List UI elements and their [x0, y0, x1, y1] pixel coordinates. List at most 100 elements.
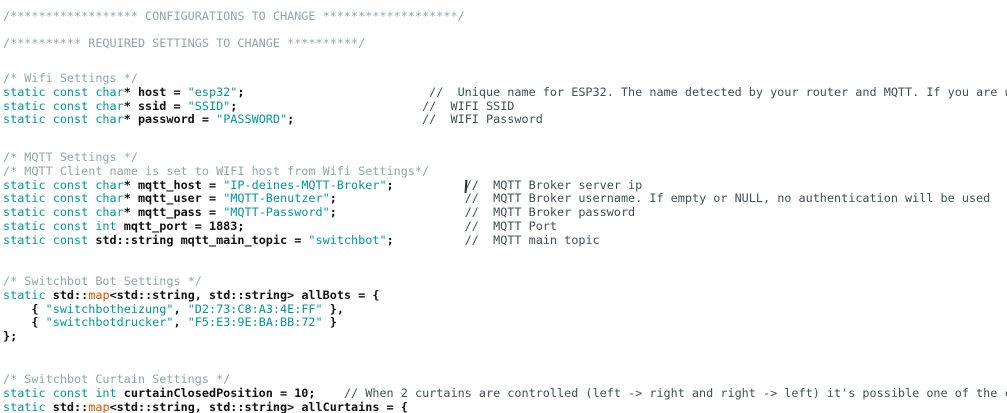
code-line[interactable]: /* MQTT Settings */: [3, 150, 1007, 165]
token-keyword: static: [3, 287, 46, 302]
code-line[interactable]: /********** REQUIRED SETTINGS TO CHANGE …: [3, 36, 1007, 51]
token-text: },: [322, 301, 344, 316]
token-string: "F5:E3:9E:BA:BB:72": [187, 315, 323, 330]
token-string: "esp32": [187, 84, 238, 99]
token-text: [316, 386, 344, 400]
token-text: std::: [45, 399, 89, 413]
token-line-comment: // MQTT Broker password: [464, 205, 636, 220]
token-keyword: static const char: [3, 98, 124, 113]
token-line-comment: // MQTT Broker server ip: [464, 177, 643, 192]
code-line[interactable]: static const int curtainClosedPosition =…: [3, 385, 1007, 401]
section-switchbot-curtain-settings: /* Switchbot Curtain Settings */static c…: [3, 372, 1007, 413]
token-string: "MQTT-Benutzer": [223, 191, 330, 206]
token-block-comment: /* Wifi Settings */: [3, 71, 138, 85]
token-line-comment: // WIFI SSID: [422, 98, 515, 113]
token-text: ;: [329, 191, 337, 206]
token-function: map: [88, 287, 110, 302]
token-string: "IP-deines-MQTT-Broker": [223, 177, 387, 192]
token-text: [337, 205, 465, 219]
code-line[interactable]: static const char* mqtt_user = "MQTT-Ben…: [3, 191, 1007, 206]
section-configurations-header: /****************** CONFIGURATIONS TO CH…: [3, 9, 1007, 24]
token-line-comment: // MQTT Port: [464, 218, 558, 233]
code-line[interactable]: static const int mqtt_port = 1883; // MQ…: [3, 218, 1007, 234]
token-line-comment: // MQTT main topic: [464, 232, 600, 247]
code-line[interactable]: static const char* mqtt_host = "IP-deine…: [3, 177, 1007, 193]
code-line[interactable]: { "switchbotheizung", "D2:73:C8:A3:4E:FF…: [3, 301, 1007, 317]
token-block-comment: /* Switchbot Bot Settings */: [3, 274, 202, 288]
token-text: ,: [173, 301, 188, 316]
token-text: ;: [329, 205, 337, 220]
token-text: ,: [173, 315, 188, 330]
token-line-comment: // WIFI Password: [422, 112, 543, 127]
code-line[interactable]: static const char* mqtt_pass = "MQTT-Pas…: [3, 205, 1007, 220]
token-text: ;: [237, 84, 245, 99]
token-text: [394, 233, 465, 247]
code-line[interactable]: /* Switchbot Curtain Settings */: [3, 372, 1007, 387]
token-keyword: static const char: [3, 112, 124, 127]
token-string: "SSID": [187, 98, 231, 113]
token-text: <std::string, std::string> allCurtains =…: [109, 399, 408, 413]
code-line[interactable]: /* MQTT Client name is set to WIFI host …: [3, 163, 1007, 179]
token-text: <std::string, std::string> allBots = {: [109, 287, 380, 302]
token-text: [394, 178, 465, 192]
section-wifi-settings: /* Wifi Settings */static const char* ho…: [3, 71, 1007, 127]
token-text: [245, 85, 430, 99]
token-line-comment: // MQTT Broker username. If empty or NUL…: [464, 191, 991, 206]
token-string: "MQTT-Password": [223, 205, 330, 220]
code-line[interactable]: };: [3, 329, 1007, 344]
token-block-comment: /********** REQUIRED SETTINGS TO CHANGE …: [3, 36, 366, 50]
token-block-comment: /* Switchbot Curtain Settings */: [3, 372, 231, 386]
token-text: mqtt_port = 1883;: [116, 218, 245, 233]
code-line[interactable]: static std::map<std::string, std::string…: [3, 287, 1007, 303]
token-text: ;: [230, 98, 238, 113]
code-line[interactable]: static const char* ssid = "SSID"; // WIF…: [3, 98, 1007, 114]
token-block-comment: /* MQTT Settings */: [3, 150, 138, 164]
token-text: [294, 112, 422, 126]
token-keyword: static const char: [3, 177, 124, 192]
token-string: "switchbot": [308, 232, 387, 247]
section-required-settings-header: /********** REQUIRED SETTINGS TO CHANGE …: [3, 36, 1007, 51]
token-keyword: static const char: [3, 191, 124, 206]
token-text: [337, 191, 465, 205]
token-line-comment: // When 2 curtains are controlled (left …: [343, 385, 1007, 400]
token-text: * mqtt_user =: [123, 191, 224, 206]
token-text: ;: [386, 177, 394, 192]
token-text: * password =: [123, 112, 217, 127]
token-text: std::: [45, 287, 89, 302]
code-line[interactable]: { "switchbotdrucker", "F5:E3:9E:BA:BB:72…: [3, 315, 1007, 330]
token-text: };: [3, 329, 18, 344]
token-text: ;: [386, 232, 394, 247]
token-string: "switchbotheizung": [45, 301, 174, 316]
token-text: [244, 219, 464, 233]
token-text: {: [3, 301, 46, 316]
token-text: * ssid =: [123, 98, 188, 113]
token-text: * mqtt_pass =: [123, 205, 224, 220]
token-string: "D2:73:C8:A3:4E:FF": [187, 301, 323, 316]
token-string: "PASSWORD": [216, 112, 288, 127]
code-line[interactable]: static std::map<std::string, std::string…: [3, 399, 1007, 413]
token-text: ;: [287, 112, 295, 127]
token-text: {: [3, 315, 46, 330]
token-text: * mqtt_host =: [123, 177, 224, 192]
code-line[interactable]: static const char* password = "PASSWORD"…: [3, 112, 1007, 127]
token-keyword: static const int: [3, 218, 117, 233]
token-keyword: static const int: [3, 385, 117, 400]
token-function: map: [88, 399, 110, 413]
code-line[interactable]: static const char* host = "esp32"; // Un…: [3, 84, 1007, 100]
code-line[interactable]: static const std::string mqtt_main_topic…: [3, 232, 1007, 248]
token-block-comment: /****************** CONFIGURATIONS TO CH…: [3, 9, 465, 23]
token-text: curtainClosedPosition = 10;: [116, 385, 316, 400]
token-keyword: static const char: [3, 84, 124, 99]
token-line-comment: // Unique name for ESP32. The name detec…: [429, 84, 1007, 99]
token-text: std::string mqtt_main_topic =: [88, 232, 309, 247]
token-keyword: static const char: [3, 205, 124, 220]
token-text: [237, 99, 422, 113]
code-line[interactable]: /* Wifi Settings */: [3, 71, 1007, 86]
code-line[interactable]: /****************** CONFIGURATIONS TO CH…: [3, 9, 1007, 24]
token-keyword: static const: [3, 232, 89, 247]
token-string: "switchbotdrucker": [45, 315, 174, 330]
code-line[interactable]: /* Switchbot Bot Settings */: [3, 274, 1007, 289]
token-text: }: [322, 315, 337, 330]
token-block-comment: /* MQTT Client name is set to WIFI host …: [3, 163, 430, 178]
